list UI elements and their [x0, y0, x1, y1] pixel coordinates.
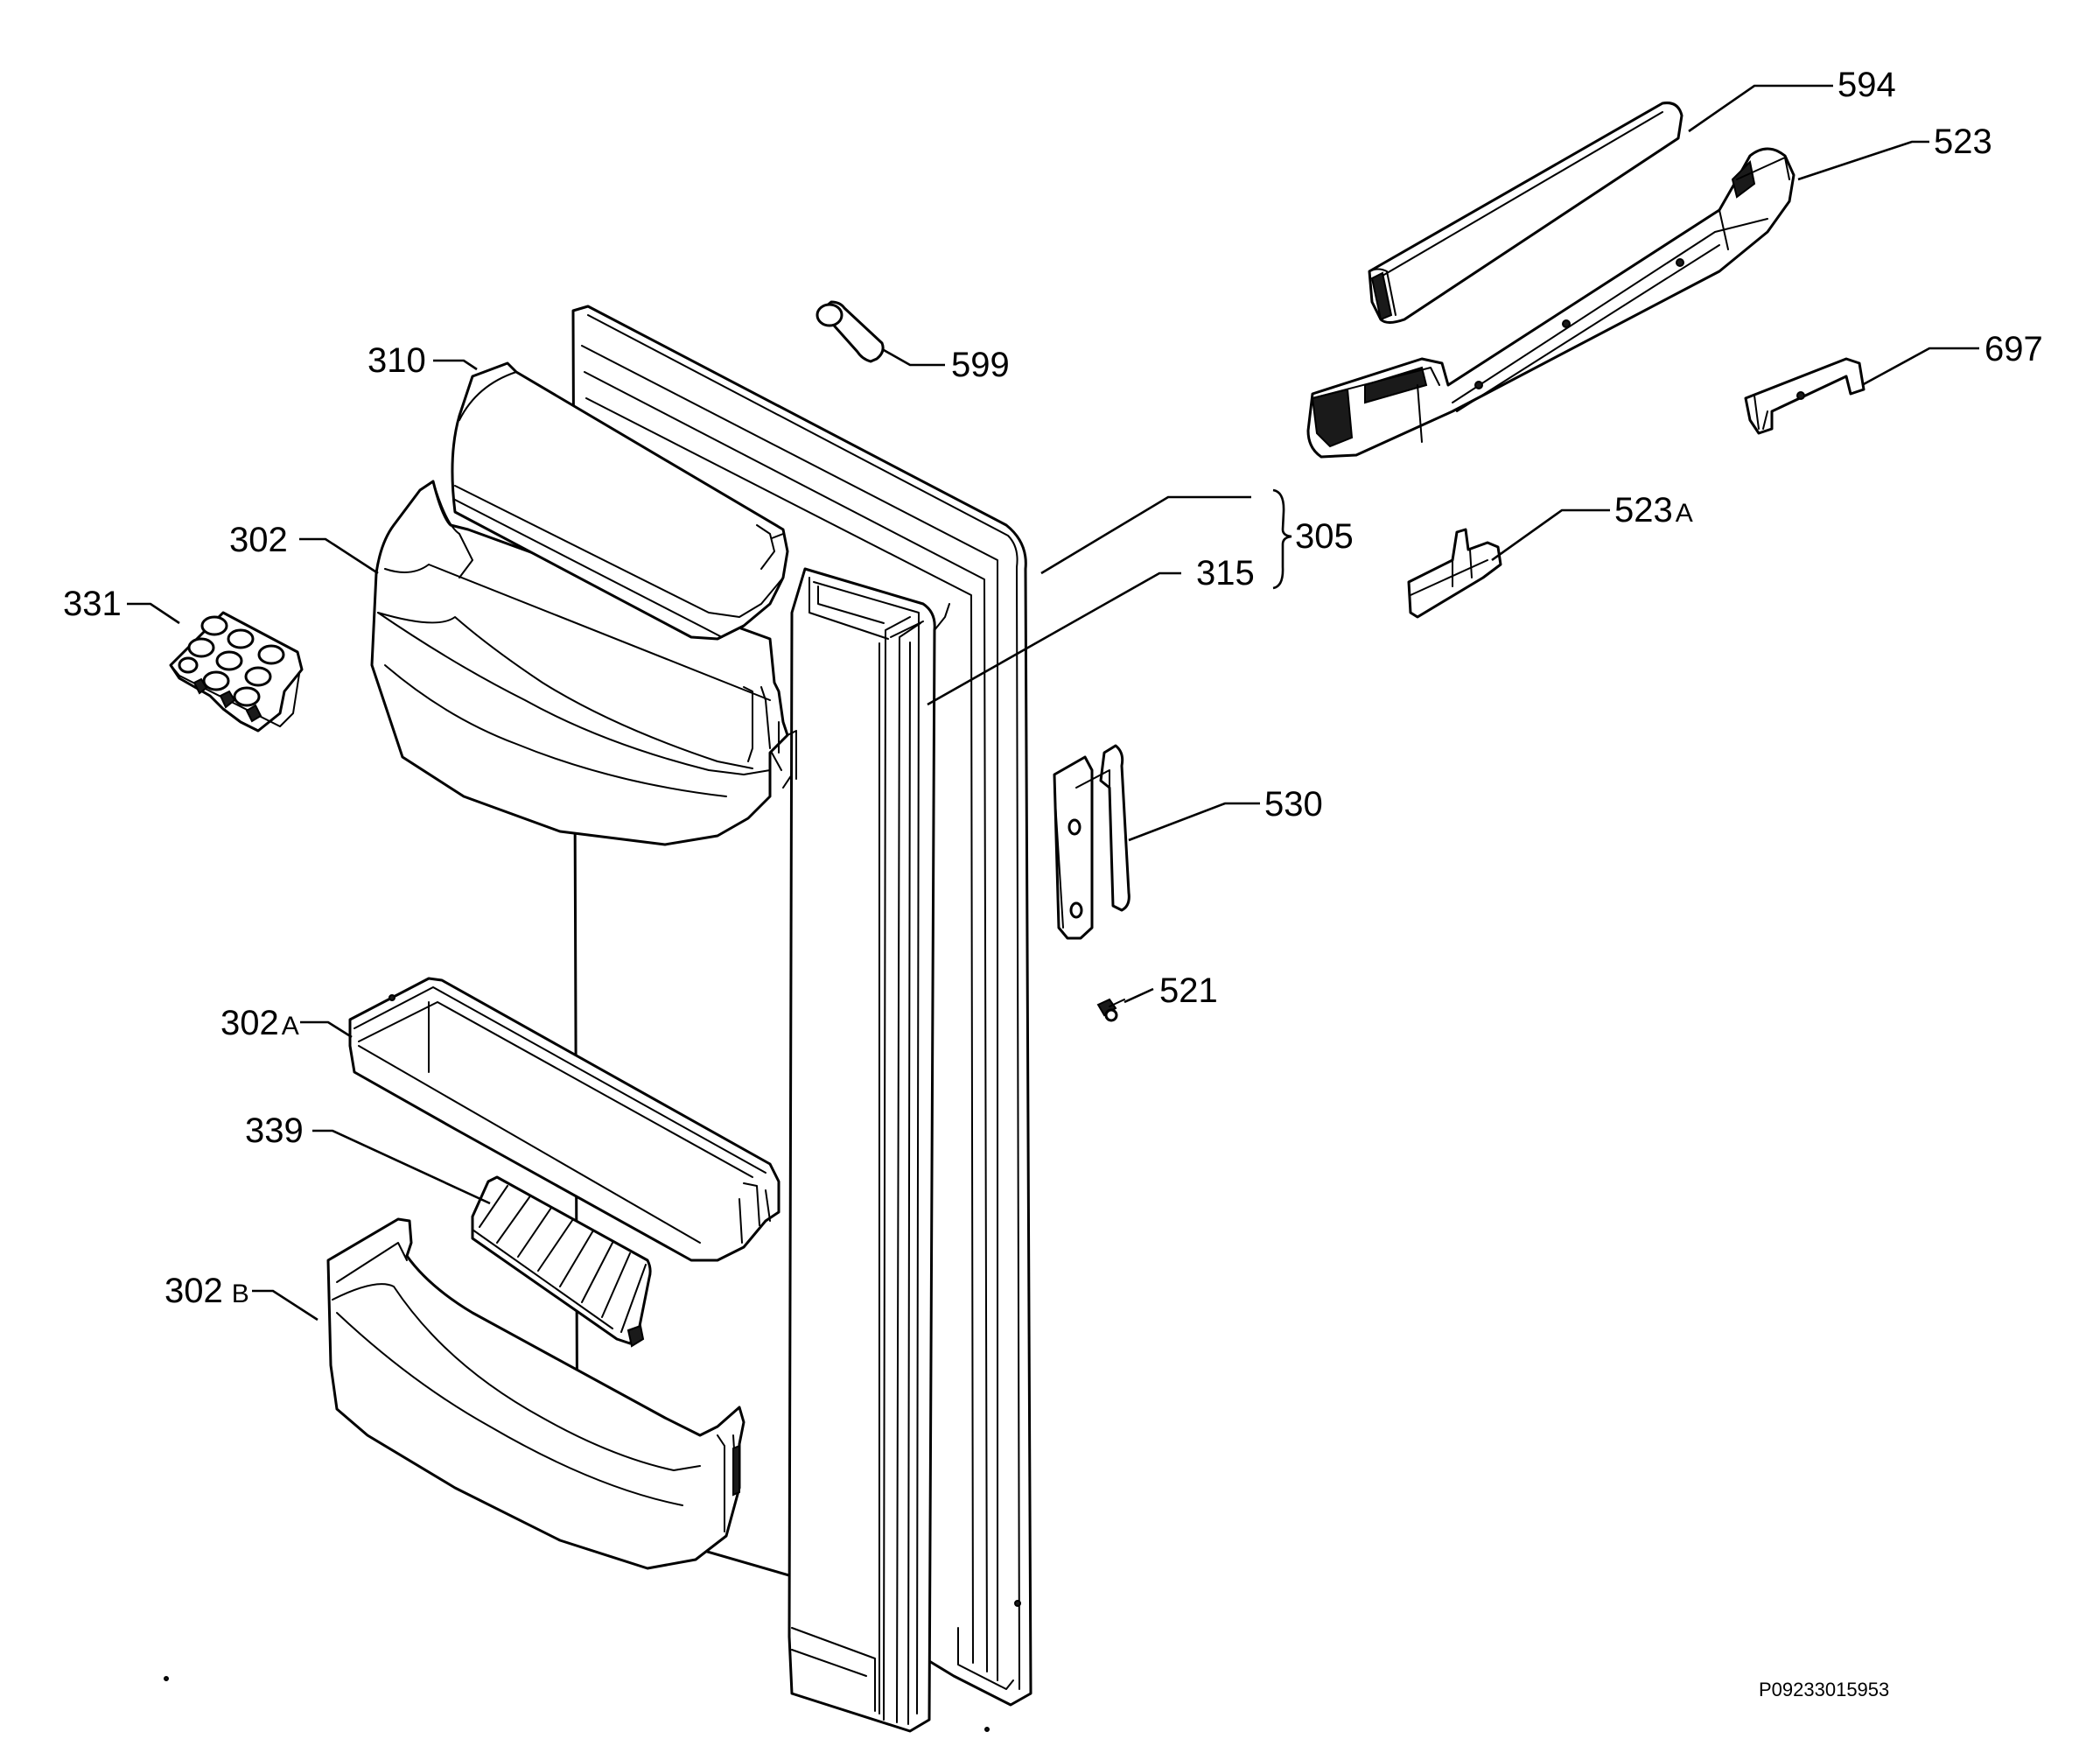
leader-521 [1124, 987, 1154, 1004]
leader-594 [1688, 84, 1833, 133]
callout-599: 599 [951, 346, 1010, 384]
leader-lines [127, 84, 1979, 1322]
callout-305: 305 [1295, 517, 1354, 556]
leader-599 [883, 348, 945, 367]
hinge-530 [1053, 744, 1130, 940]
bracket-697 [1744, 357, 1866, 435]
brace-305 [1272, 488, 1292, 590]
leader-302b [252, 1289, 318, 1322]
callout-530: 530 [1264, 785, 1323, 824]
callout-302: 302 [229, 521, 288, 559]
callout-339: 339 [245, 1111, 304, 1150]
callout-331: 331 [63, 585, 122, 623]
leader-339 [312, 1129, 491, 1205]
document-id: P09233015953 [1759, 1679, 1889, 1700]
door-tray-302a [348, 977, 780, 1262]
door-gasket [788, 567, 950, 1733]
screw-521 [1096, 998, 1125, 1022]
door-tray-302b [326, 1217, 746, 1570]
leader-315 [927, 571, 1181, 706]
leader-305 [1040, 495, 1251, 575]
leader-302 [299, 537, 379, 575]
leader-331 [127, 602, 180, 625]
leader-302a [300, 1020, 353, 1039]
bottle-divider-339 [471, 1175, 652, 1348]
callout-521: 521 [1159, 971, 1218, 1010]
callout-697: 697 [1984, 330, 2043, 368]
callout-523: 523 [1934, 123, 1992, 161]
handle-cover-594 [1368, 102, 1684, 324]
lid-310 [451, 361, 789, 641]
callout-315: 315 [1196, 554, 1255, 593]
leader-523a [1491, 508, 1610, 562]
egg-tray-331 [169, 611, 304, 733]
leader-523 [1797, 140, 1929, 181]
leader-310 [433, 359, 478, 371]
clip-523a [1407, 528, 1502, 619]
cylinder-599 [816, 300, 885, 363]
leader-697 [1861, 347, 1979, 387]
handle-bar-523 [1306, 147, 1796, 459]
callout-310: 310 [368, 341, 426, 380]
callout-594: 594 [1838, 66, 1896, 104]
leader-530 [1128, 802, 1260, 842]
door-tray-302 [370, 480, 797, 846]
